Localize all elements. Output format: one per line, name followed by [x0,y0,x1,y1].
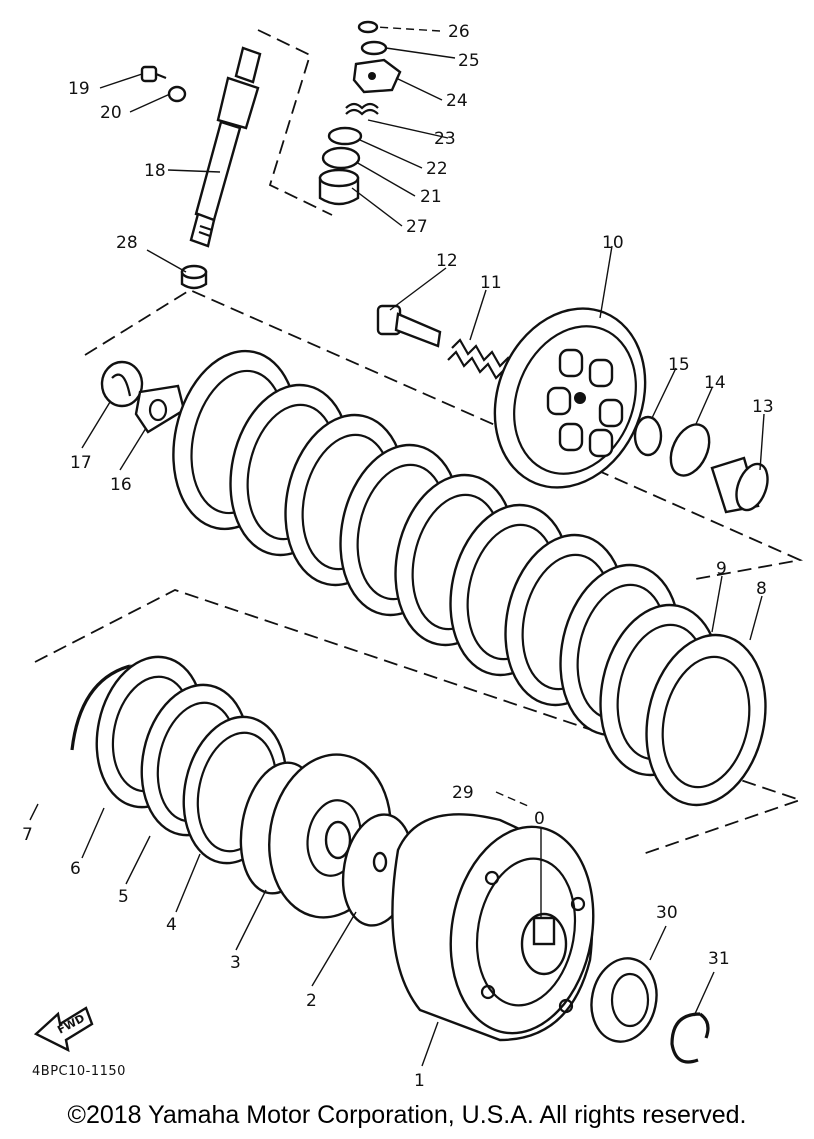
part-label-9: 9 [716,559,727,579]
washer-15 [633,415,663,457]
part-label-7: 7 [22,825,33,845]
part-label-24: 24 [446,91,468,111]
push-rod-group-outline [257,29,333,216]
bolt-12 [376,304,442,348]
part-label-1: 1 [414,1071,425,1091]
part-label-15: 15 [668,355,690,375]
clutch-plate-stack [172,349,767,807]
lock-plate-16 [134,384,186,434]
part-label-18: 18 [144,161,166,181]
part-label-3: 3 [230,953,241,973]
plate-group-outline-lower [34,589,803,856]
cap-17 [100,360,144,408]
part-label-11: 11 [480,273,502,293]
part-label-4: 4 [166,915,177,935]
part-label-29: 29 [452,783,474,803]
push-lever-parts [318,20,402,206]
part-label-5: 5 [118,887,129,907]
part-label-13: 13 [752,397,774,417]
part-label-2: 2 [306,991,317,1011]
bolt-19 [140,65,167,83]
part-label-6: 6 [70,859,81,879]
drawing-code: 4BPC10-1150 [32,1064,126,1079]
leader-lines [29,26,765,1067]
washer-20 [167,85,187,103]
part-label-27: 27 [406,217,428,237]
part-label-20: 20 [100,103,122,123]
part-label-10: 10 [602,233,624,253]
forward-arrow: FWD [33,1006,94,1053]
push-piece-13 [710,456,769,514]
push-rod [189,46,262,248]
part-label-26: 26 [448,22,470,42]
spring-11 [447,338,517,380]
bushing-28 [180,264,208,290]
part-label-19: 19 [68,79,90,99]
clutch-housing [391,813,595,1042]
part-label-25: 25 [458,51,480,71]
part-label-16: 16 [110,475,132,495]
plate-group-outline-upper [84,288,804,581]
part-label-23: 23 [434,129,456,149]
circlip-31 [670,1012,710,1064]
part-label-0: 0 [534,809,545,829]
copyright-notice: ©2018 Yamaha Motor Corporation, U.S.A. A… [67,1101,747,1129]
part-label-21: 21 [420,187,442,207]
part-label-12: 12 [436,251,458,271]
bearing-14 [669,423,711,477]
pressure-plate [493,307,647,489]
gear-30 [590,957,658,1043]
part-label-30: 30 [656,903,678,923]
part-label-8: 8 [756,579,767,599]
part-label-22: 22 [426,159,448,179]
part-label-28: 28 [116,233,138,253]
part-label-14: 14 [704,373,726,393]
part-label-17: 17 [70,453,92,473]
part-label-31: 31 [708,949,730,969]
